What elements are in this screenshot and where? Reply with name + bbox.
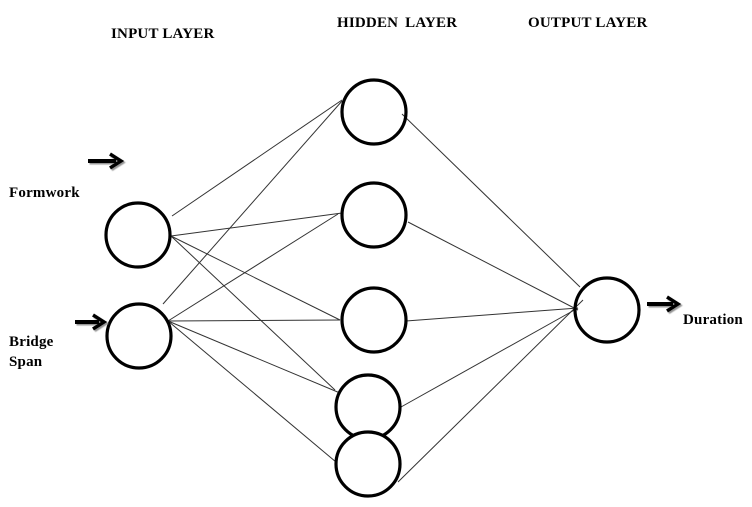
hidden-node-1	[340, 78, 408, 146]
edge-in1-h3	[170, 235, 341, 321]
output-arrow-duration-icon	[647, 295, 682, 313]
input-arrow-bridge-span-icon	[75, 313, 108, 331]
edge-h3-out1	[405, 307, 579, 322]
output-label-duration: Duration	[683, 312, 743, 328]
output-layer-title: OUTPUT LAYER	[528, 15, 648, 31]
output-node-duration	[573, 276, 641, 344]
edge-in2-h1	[162, 100, 343, 305]
hidden-node-4	[334, 373, 402, 441]
edge-h2-out1	[407, 221, 579, 311]
arrows-group	[75, 152, 682, 331]
input-label-bridge: Bridge	[9, 334, 54, 350]
edge-h4-out1	[400, 307, 579, 408]
hidden-layer-title: HIDDEN LAYER	[337, 15, 458, 31]
input-arrow-formwork-icon	[88, 152, 125, 170]
input-layer-title: INPUT LAYER	[111, 26, 215, 42]
edge-in1-h4	[170, 235, 336, 391]
edge-in2-h4	[167, 320, 341, 394]
input-node-bridge-span	[105, 302, 173, 370]
input-node-formwork	[104, 201, 172, 269]
nodes-group	[104, 78, 641, 498]
edge-h1-out1	[401, 113, 581, 288]
edge-h5-out1	[397, 299, 584, 483]
edge-in2-h5	[167, 320, 337, 463]
edge-in1-h2	[170, 212, 343, 237]
edge-in2-h2	[167, 213, 339, 322]
edge-in2-h3	[167, 319, 341, 322]
hidden-node-2	[340, 181, 408, 249]
input-label-span: Span	[9, 354, 43, 370]
edge-in1-h1	[171, 99, 343, 217]
input-label-formwork: Formwork	[9, 185, 80, 201]
hidden-node-5	[334, 430, 402, 498]
hidden-node-3	[340, 286, 408, 354]
connections-group	[162, 99, 584, 483]
